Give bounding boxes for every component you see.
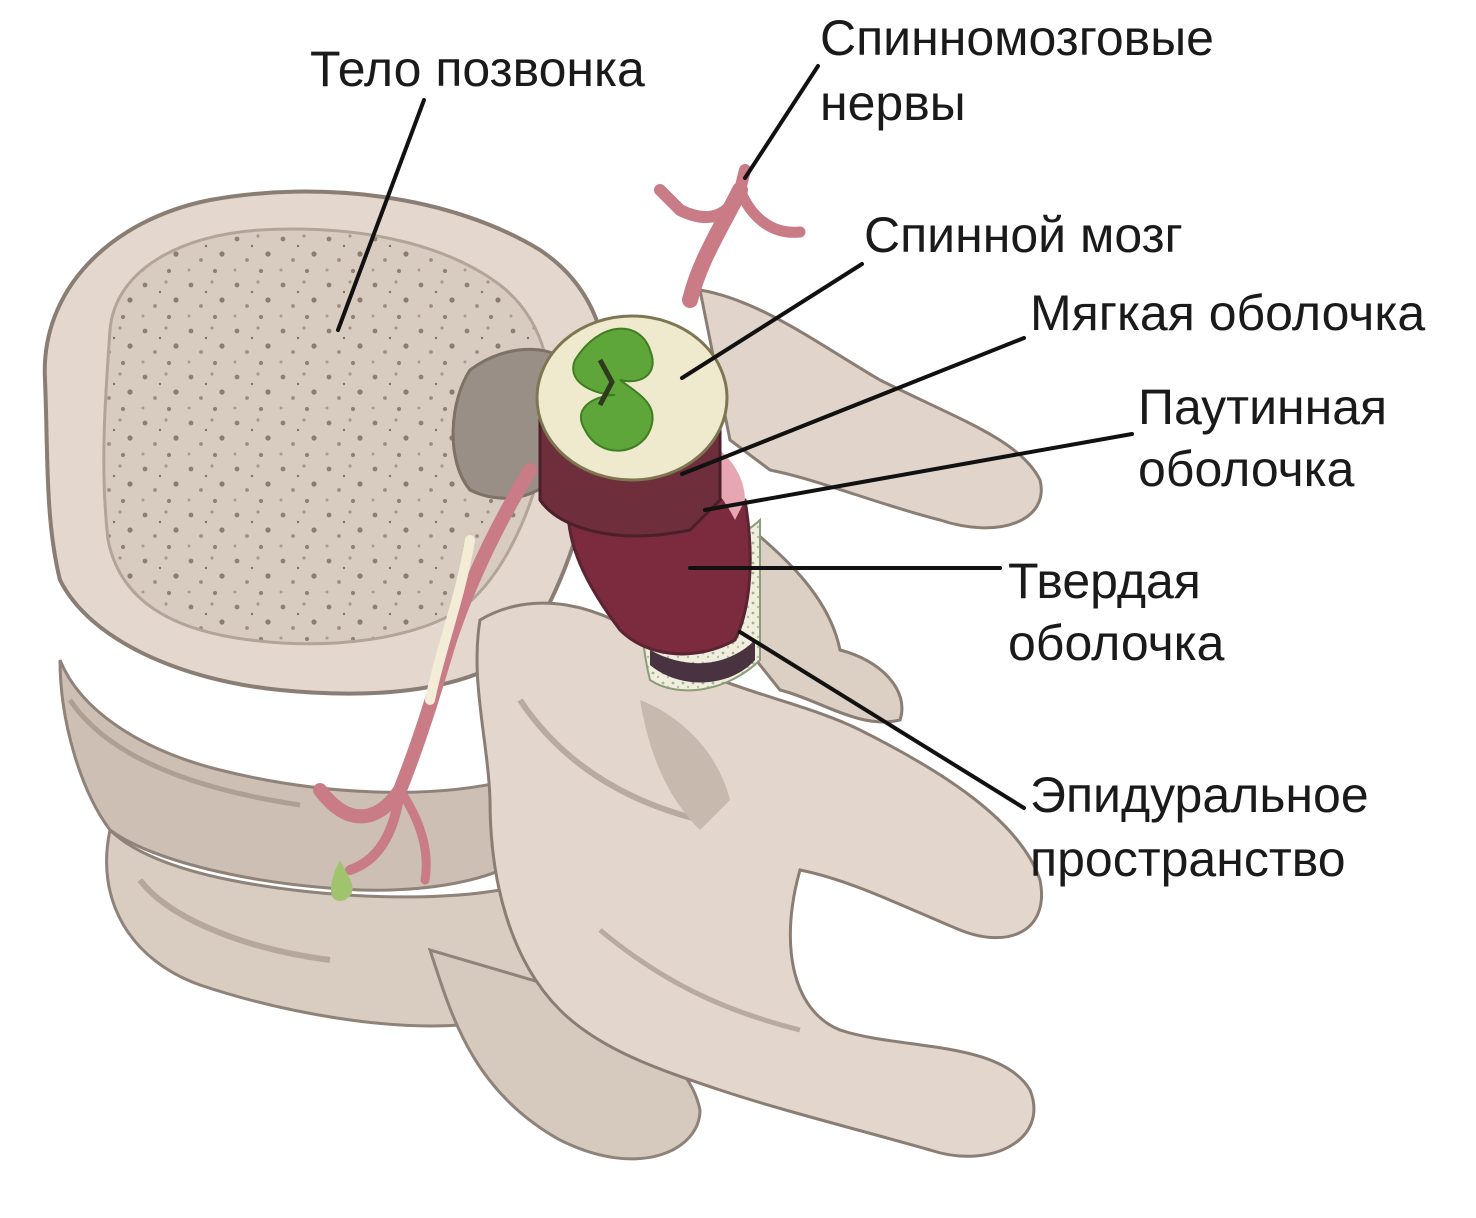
label-epidural-space: Эпидуральное пространство (1030, 767, 1383, 887)
label-vertebral-body: Тело позвонка (310, 41, 645, 97)
leader-spinal-nerves (745, 66, 818, 178)
label-spinal-nerves: Спинномозговые нервы (820, 10, 1228, 131)
label-spinal-cord: Спинной мозг (864, 207, 1183, 263)
label-pia-mater: Мягкая оболочка (1030, 285, 1425, 341)
spinal-nerve-upper (660, 170, 800, 300)
label-arachnoid: Паутинная оболочка (1138, 379, 1401, 497)
label-dura-mater: Твердая оболочка (1008, 553, 1225, 671)
